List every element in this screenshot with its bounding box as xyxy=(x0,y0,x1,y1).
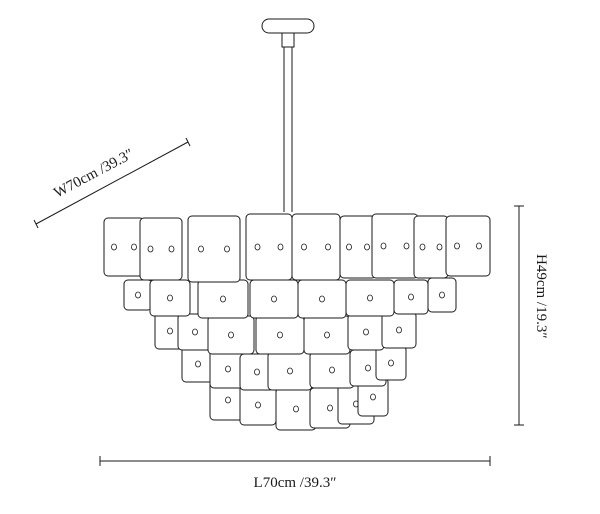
glass-tile xyxy=(393,279,429,315)
glass-tile xyxy=(149,279,191,317)
tile-clip xyxy=(419,243,426,251)
tile-clip xyxy=(135,291,141,299)
tile-clip xyxy=(287,367,293,375)
tile-clip xyxy=(225,365,231,373)
glass-tile xyxy=(207,315,255,355)
suspension-rod xyxy=(283,47,293,212)
tile-clip xyxy=(147,245,154,253)
tile-clip xyxy=(131,243,137,251)
tile-clip xyxy=(325,243,331,251)
tile-clip xyxy=(319,295,325,303)
tile-clip xyxy=(380,242,387,250)
tile-clip xyxy=(111,243,117,251)
tile-clip xyxy=(388,359,394,367)
tile-clip xyxy=(198,245,204,253)
tile-clip xyxy=(301,243,307,251)
tile-clip xyxy=(403,242,410,250)
tile-clip xyxy=(220,295,226,303)
tile-clip xyxy=(364,243,370,251)
glass-tile xyxy=(381,311,417,349)
glass-tile xyxy=(267,351,313,391)
tile-clip xyxy=(329,366,335,374)
glass-tile xyxy=(123,279,153,311)
tile-clip xyxy=(167,294,173,302)
tile-clip xyxy=(228,331,234,339)
tile-clip xyxy=(439,291,445,299)
tile-clip xyxy=(346,243,352,251)
ceiling-canopy xyxy=(261,18,315,48)
tile-clip xyxy=(254,243,261,251)
tile-clip xyxy=(195,360,201,368)
glass-tile xyxy=(297,279,347,319)
tile-clip xyxy=(476,242,482,250)
width-dimension: W70cm /39.3″ xyxy=(33,137,191,229)
tile-clip xyxy=(454,242,460,250)
tile-clip xyxy=(370,393,376,401)
tile-clip xyxy=(224,245,230,253)
glass-tile xyxy=(239,384,277,426)
height-dimension: H49cm /19.3″ xyxy=(514,205,549,426)
glass-tile xyxy=(139,217,183,281)
glass-tile xyxy=(187,215,241,283)
glass-tile xyxy=(255,315,305,355)
tile-clip xyxy=(254,368,260,376)
tile-clip xyxy=(367,294,373,302)
tile-clip xyxy=(255,401,261,409)
height-label: H49cm /19.3″ xyxy=(533,254,549,339)
tile-clip xyxy=(436,243,443,251)
tile-clip xyxy=(277,243,284,251)
tile-clip xyxy=(365,364,371,372)
chandelier-body xyxy=(103,213,491,431)
glass-tile xyxy=(177,313,213,351)
length-dimension: L70cm /39.3″ xyxy=(99,456,491,491)
tile-clip xyxy=(324,331,330,339)
length-label: L70cm /39.3″ xyxy=(254,475,337,491)
tile-clip xyxy=(192,328,198,336)
glass-tile xyxy=(445,215,491,277)
glass-tile xyxy=(339,215,377,279)
glass-tile xyxy=(249,279,299,319)
tile-clip xyxy=(396,326,402,334)
tile-clip xyxy=(363,328,369,336)
glass-tile xyxy=(291,213,341,281)
glass-tile xyxy=(427,277,457,313)
tile-clip xyxy=(277,331,283,339)
tile-clip xyxy=(168,245,175,253)
glass-tile xyxy=(197,279,249,319)
glass-tile xyxy=(309,351,355,389)
tile-clip xyxy=(271,295,277,303)
glass-tile xyxy=(345,279,395,317)
glass-tile xyxy=(375,345,407,381)
glass-tile xyxy=(103,217,145,277)
glass-tile xyxy=(413,215,449,279)
glass-tile xyxy=(347,313,385,351)
glass-tile xyxy=(245,213,293,281)
tile-clip xyxy=(293,405,299,413)
tile-clip xyxy=(408,293,414,301)
glass-tile xyxy=(371,213,419,279)
tile-clip xyxy=(225,396,231,404)
tile-clip xyxy=(167,327,173,335)
glass-tile xyxy=(303,315,351,355)
tile-clip xyxy=(327,404,333,412)
